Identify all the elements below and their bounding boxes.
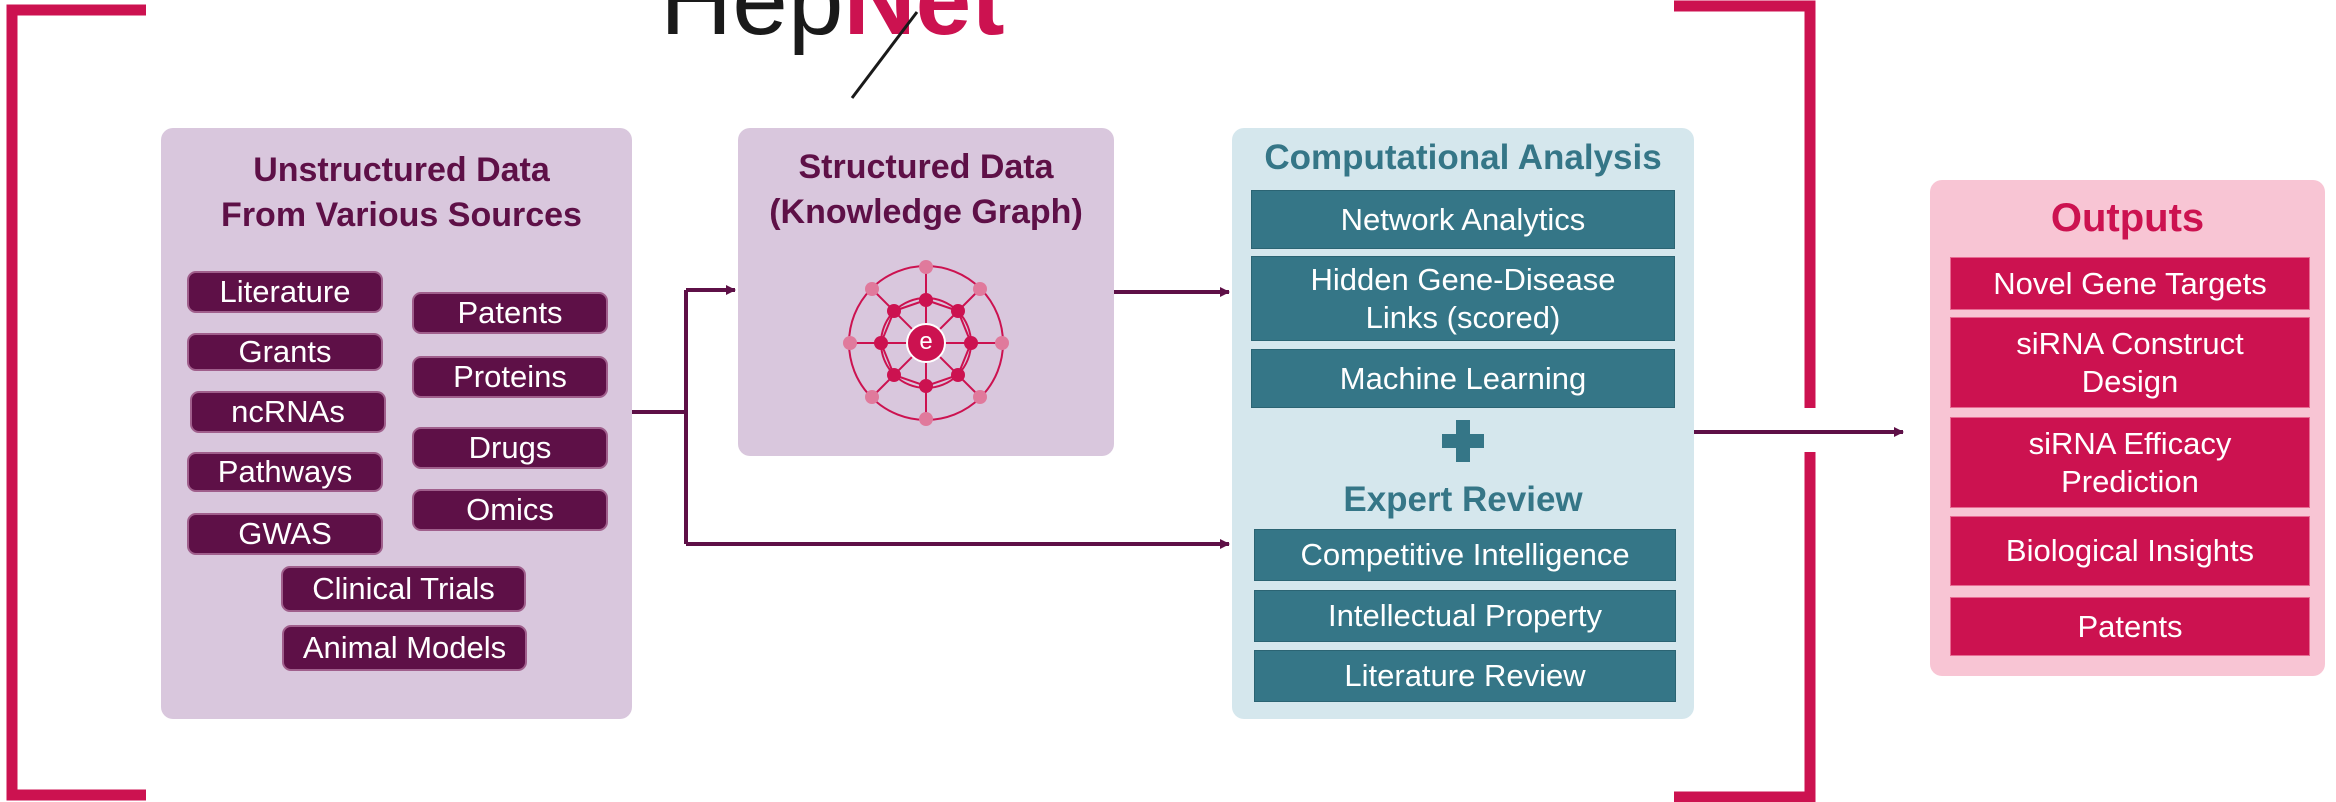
analysis-title: Computational Analysis	[1264, 138, 1662, 177]
unstructured-title-line1: Unstructured Data	[253, 151, 550, 189]
output-patents: Patents	[1950, 597, 2310, 656]
knowledge-graph-center-label: e	[919, 328, 933, 355]
source-pathways: Pathways	[187, 452, 383, 492]
source-gwas: GWAS	[187, 513, 383, 555]
expert-literature-review: Literature Review	[1254, 650, 1676, 702]
source-drugs: Drugs	[412, 427, 608, 469]
left-bracket	[6, 4, 146, 801]
source-animal-models: Animal Models	[282, 625, 527, 671]
output-sirna-efficacy-prediction: siRNA Efficacy Prediction	[1950, 417, 2310, 508]
source-clinical-trials: Clinical Trials	[281, 566, 526, 612]
outputs-title: Outputs	[2050, 196, 2205, 240]
analysis-machine-learning: Machine Learning	[1251, 349, 1675, 408]
source-literature: Literature	[187, 271, 383, 313]
logo-hep: Hep	[660, 0, 844, 56]
output-sirna-construct-design: siRNA Construct Design	[1950, 317, 2310, 408]
right-bracket	[1674, 0, 1816, 802]
source-ncrnas: ncRNAs	[190, 391, 386, 433]
source-proteins: Proteins	[412, 356, 608, 398]
analysis-network-analytics: Network Analytics	[1251, 190, 1675, 249]
expert-review-title: Expert Review	[1343, 480, 1583, 519]
plus-icon	[1442, 420, 1484, 462]
expert-intellectual-property: Intellectual Property	[1254, 590, 1676, 642]
output-biological-insights: Biological Insights	[1950, 516, 2310, 586]
source-patents: Patents	[412, 292, 608, 334]
output-novel-gene-targets: Novel Gene Targets	[1950, 257, 2310, 310]
analysis-hidden-gene-disease-links: Hidden Gene-Disease Links (scored)	[1251, 256, 1675, 341]
expert-competitive-intelligence: Competitive Intelligence	[1254, 529, 1676, 581]
structured-title-line1: Structured Data	[798, 148, 1054, 186]
structured-title-line2: (Knowledge Graph)	[769, 193, 1083, 231]
source-omics: Omics	[412, 489, 608, 531]
unstructured-title-line2: From Various Sources	[221, 196, 582, 234]
source-grants: Grants	[187, 333, 383, 371]
